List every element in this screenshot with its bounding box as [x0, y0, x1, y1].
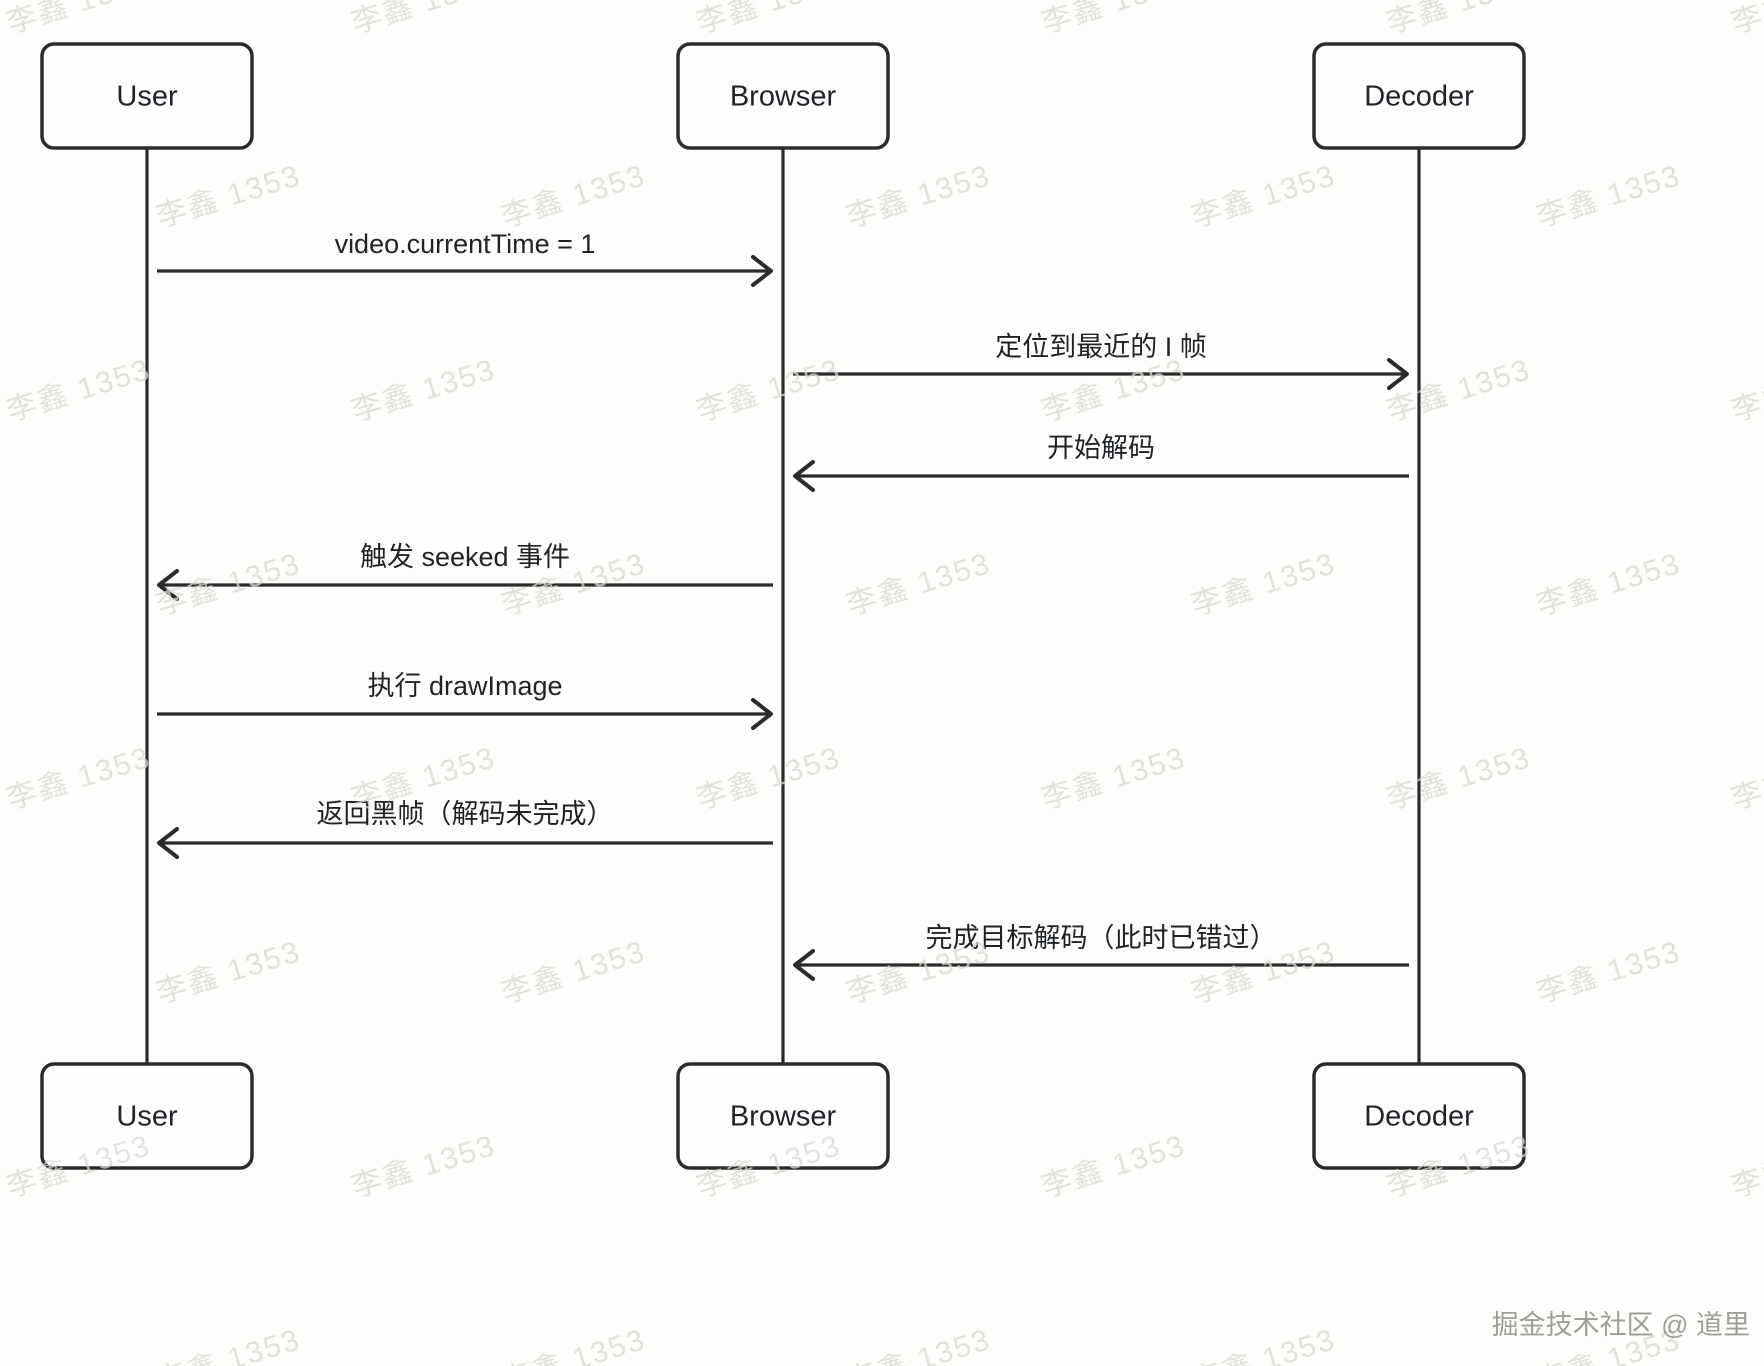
- message-arrowhead-6: [157, 827, 179, 859]
- actor-box-browser-bottom: [676, 1062, 890, 1170]
- actor-label-decoder-top: Decoder: [1364, 81, 1474, 113]
- message-arrowhead-3: [793, 460, 815, 492]
- lifeline-group: [145, 148, 1421, 1064]
- message-arrowhead-4: [157, 569, 179, 601]
- actor-browser-bottom[interactable]: Browser: [676, 1062, 890, 1170]
- actor-label-user-bottom: User: [116, 1101, 178, 1133]
- actor-box-decoder-top: [1312, 42, 1526, 150]
- message-label-2: 定位到最近的 I 帧: [995, 332, 1207, 362]
- actor-label-browser-bottom: Browser: [730, 1101, 837, 1133]
- message-2[interactable]: 定位到最近的 I 帧: [793, 332, 1409, 390]
- actor-decoder-bottom[interactable]: Decoder: [1312, 1062, 1526, 1170]
- message-label-6: 返回黑帧（解码未完成）: [317, 799, 614, 829]
- actor-box-decoder-bottom: [1312, 1062, 1526, 1170]
- message-label-4: 触发 seeked 事件: [360, 542, 570, 572]
- message-label-5: 执行 drawImage: [367, 671, 562, 701]
- message-5[interactable]: 执行 drawImage: [157, 671, 773, 730]
- actor-label-user-top: User: [116, 81, 178, 113]
- message-arrowhead-2: [1387, 358, 1409, 390]
- credit-watermark: 掘金技术社区 @ 道里: [1491, 1310, 1750, 1340]
- message-7[interactable]: 完成目标解码（此时已错过）: [793, 923, 1409, 981]
- actor-box-browser-top: [676, 42, 890, 150]
- actor-box-user-top: [40, 42, 254, 150]
- message-label-3: 开始解码: [1047, 433, 1155, 463]
- actor-decoder-top[interactable]: Decoder: [1312, 42, 1526, 150]
- actor-user-top[interactable]: User: [40, 42, 254, 150]
- message-label-7: 完成目标解码（此时已错过）: [926, 923, 1277, 953]
- actor-label-decoder-bottom: Decoder: [1364, 1101, 1474, 1133]
- message-3[interactable]: 开始解码: [793, 433, 1409, 492]
- message-4[interactable]: 触发 seeked 事件: [157, 542, 773, 601]
- actor-box-user-bottom: [40, 1062, 254, 1170]
- message-6[interactable]: 返回黑帧（解码未完成）: [157, 799, 773, 859]
- message-arrowhead-7: [793, 949, 815, 981]
- message-label-1: video.currentTime = 1: [335, 229, 596, 259]
- message-arrowhead-5: [751, 698, 773, 730]
- actor-user-bottom[interactable]: User: [40, 1062, 254, 1170]
- actor-browser-top[interactable]: Browser: [676, 42, 890, 150]
- message-arrowhead-1: [751, 255, 773, 287]
- actor-label-browser-top: Browser: [730, 81, 837, 113]
- message-1[interactable]: video.currentTime = 1: [157, 229, 773, 287]
